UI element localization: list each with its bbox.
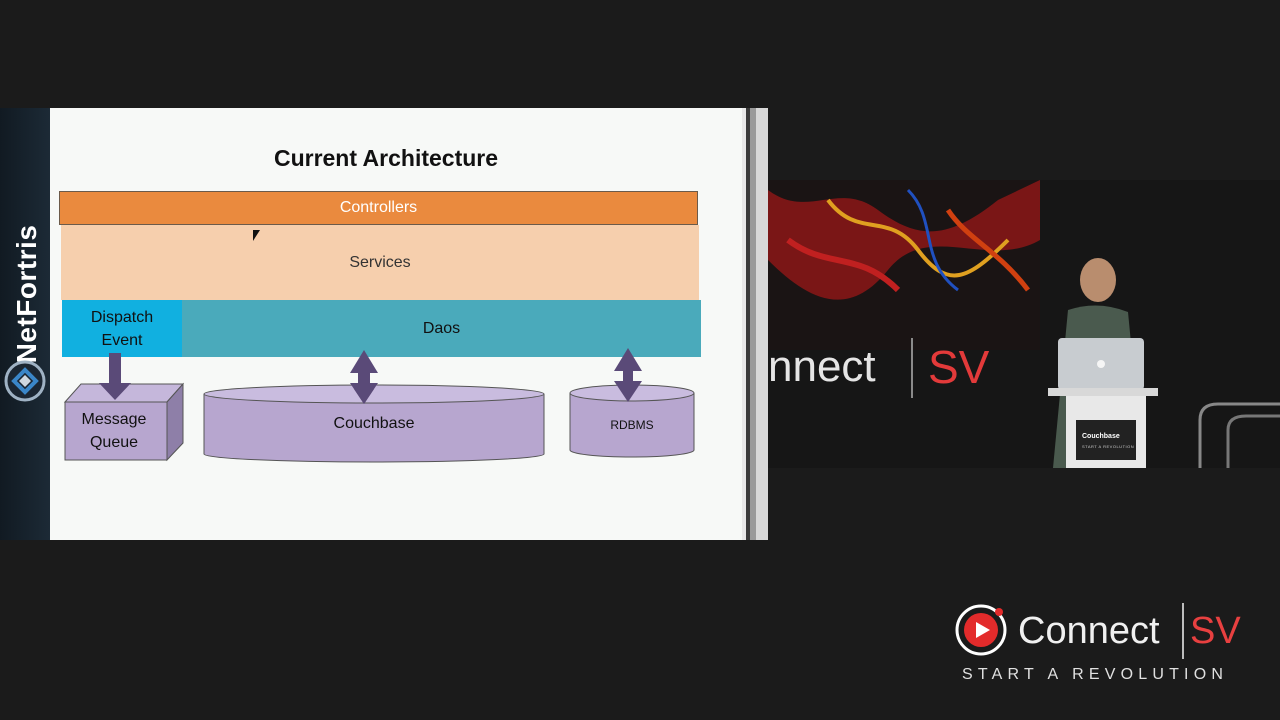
storage-diagram xyxy=(63,348,695,463)
stage-video xyxy=(768,180,1280,468)
watermark-divider xyxy=(1182,603,1184,659)
mouse-pointer-icon xyxy=(253,230,260,241)
sponsor-strip xyxy=(0,108,50,540)
speaker-person xyxy=(1048,258,1158,468)
stage-divider xyxy=(911,338,913,398)
dispatch-label-line1: Dispatch xyxy=(90,308,154,326)
message-queue-label: Message Queue xyxy=(64,408,164,454)
stage-sv-text: SV xyxy=(928,341,990,393)
daos-label: Daos xyxy=(422,319,461,337)
sponsor-name: NetFortris xyxy=(11,224,42,364)
stage-screen-art xyxy=(768,180,1040,350)
watermark-connect: Connect xyxy=(1018,610,1160,652)
daos-layer: Daos xyxy=(182,300,701,357)
dispatch-label-line2: Event xyxy=(101,331,143,349)
rdbms-label: RDBMS xyxy=(610,418,654,432)
dispatch-down-arrow xyxy=(99,353,131,400)
podium-brand: Couchbase xyxy=(1082,433,1120,440)
message-queue-label-line1: Message xyxy=(81,411,147,428)
netfortris-logo-icon xyxy=(4,360,46,402)
services-layer: Services xyxy=(61,225,699,300)
message-queue-label-line2: Queue xyxy=(89,434,139,451)
dispatch-event-box: Dispatch Event xyxy=(62,300,182,357)
slide-edge xyxy=(742,108,768,540)
rdbms-double-arrow xyxy=(614,348,642,402)
services-label: Services xyxy=(349,253,411,271)
stage-railing xyxy=(1198,402,1280,468)
connect-play-icon xyxy=(955,604,1007,656)
couchbase-label: Couchbase xyxy=(333,415,415,432)
controllers-label: Controllers xyxy=(339,199,418,216)
controllers-layer: Controllers xyxy=(59,191,698,225)
stage-connect-text: nnect xyxy=(768,342,876,391)
watermark-sv: SV xyxy=(1190,610,1241,652)
watermark-tagline: START A REVOLUTION xyxy=(962,666,1229,683)
message-queue-cube xyxy=(63,382,185,462)
podium-tagline: START A REVOLUTION xyxy=(1082,444,1135,449)
slide-title: Current Architecture xyxy=(273,145,499,171)
rdbms-cylinder xyxy=(569,384,695,458)
